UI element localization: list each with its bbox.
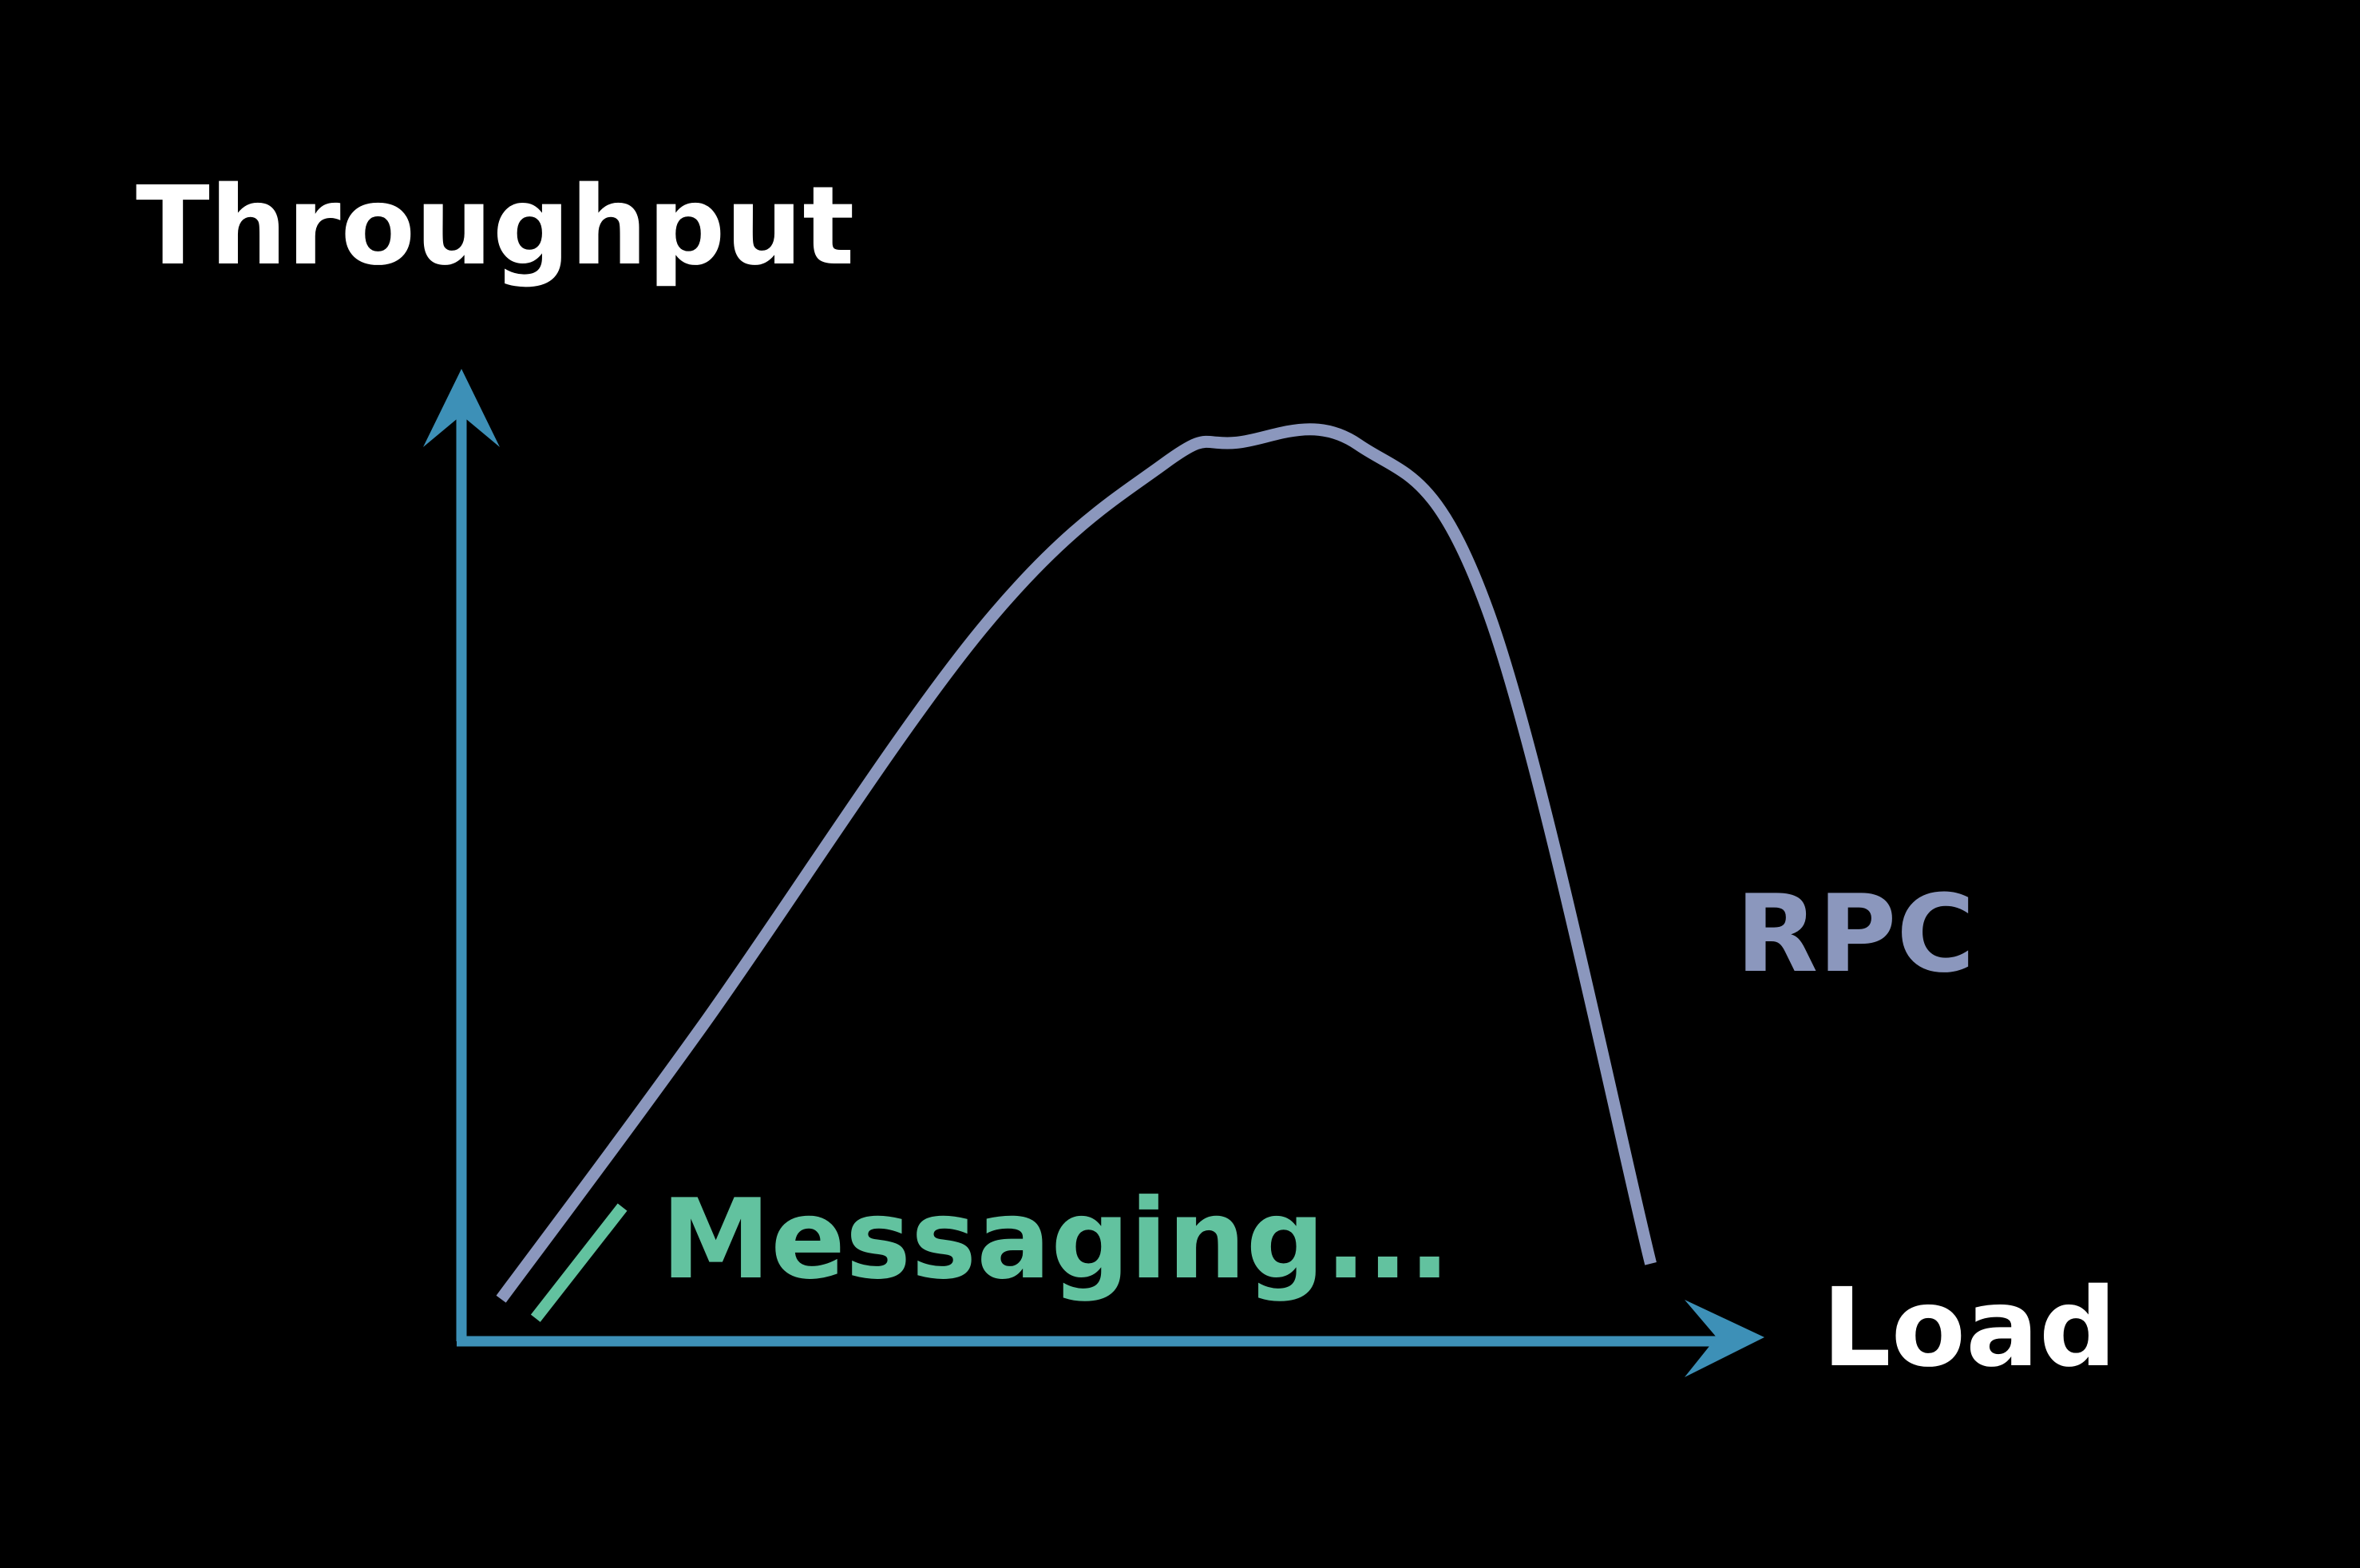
series-line-messaging <box>530 1203 628 1322</box>
y-axis-arrow-head <box>423 369 500 447</box>
series-label-rpc: RPC <box>1736 872 1975 996</box>
x-axis-arrow-head <box>1685 1300 1764 1377</box>
y-axis-label: Throughput <box>136 164 854 290</box>
x-axis-label: Load <box>1822 1265 2116 1392</box>
series-label-messaging: Messaging... <box>661 1175 1451 1304</box>
series-line-rpc <box>496 423 1657 1303</box>
